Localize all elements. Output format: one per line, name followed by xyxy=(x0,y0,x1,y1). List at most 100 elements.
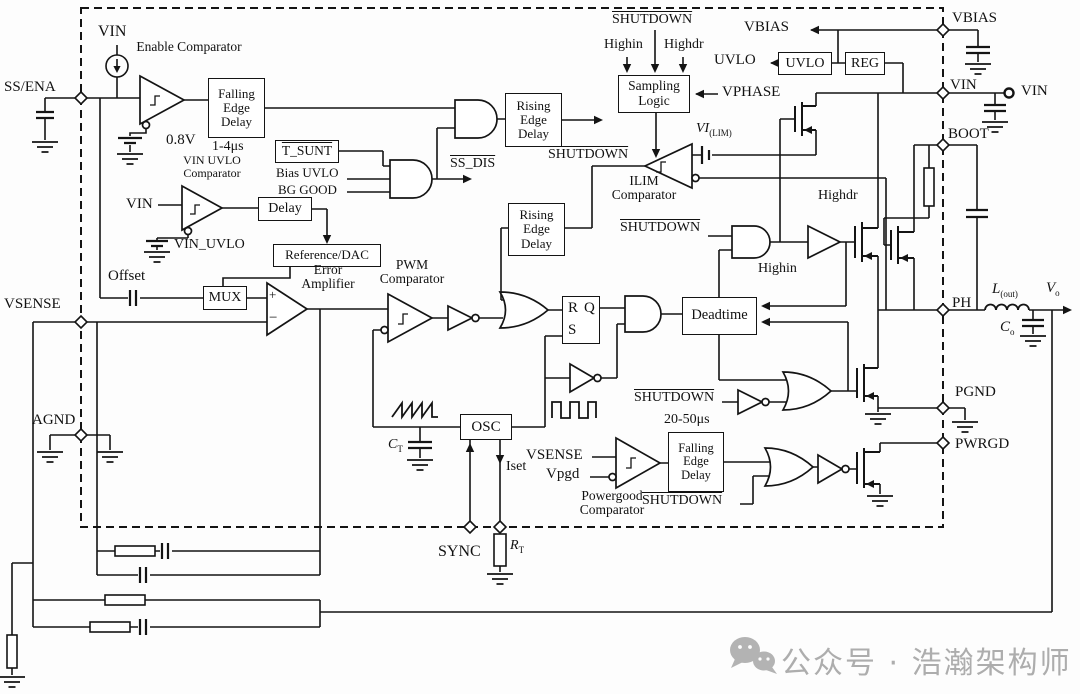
ct-label: CT xyxy=(388,437,403,454)
lout-sub: (out) xyxy=(1000,289,1018,299)
vsense-pg-label: VSENSE xyxy=(526,447,583,463)
pin-ph xyxy=(935,302,951,318)
boot-capacitor xyxy=(966,208,988,219)
inverter xyxy=(569,362,596,394)
vin-uvlo-comparator-symbol xyxy=(181,184,224,232)
hysteresis-icon xyxy=(398,313,408,325)
pwm-comparator-label: PWM Comparator xyxy=(379,257,445,287)
vilim-reference xyxy=(700,146,711,164)
highside-fet-2 xyxy=(890,226,914,264)
vin-uvlo-signal-label: VIN_UVLO xyxy=(174,237,245,252)
bias-uvlo-label: Bias UVLO xyxy=(276,165,339,180)
latch-q-label: Q xyxy=(584,300,595,316)
divider-resistor xyxy=(6,634,18,669)
reg-block: REG xyxy=(845,52,885,75)
comp-capacitor xyxy=(138,567,148,583)
rs-latch-block: R Q S xyxy=(562,296,600,344)
output-capacitor xyxy=(1022,318,1044,328)
hysteresis-icon xyxy=(190,204,200,215)
or-gate-lowside xyxy=(781,371,833,411)
shutdown-label: SHUTDOWN xyxy=(612,12,693,27)
pwrgd-pin-label: PWRGD xyxy=(955,436,1010,452)
shutdown-label: SHUTDOWN xyxy=(620,220,701,235)
pgnd-pin-label: PGND xyxy=(955,384,996,400)
ilim-comparator-symbol xyxy=(642,142,693,190)
and-gate xyxy=(624,295,662,333)
vilim-sub: (LIM) xyxy=(709,127,732,138)
feedback-resistor xyxy=(89,621,131,633)
watermark: 公众号 · 浩瀚架构师 xyxy=(781,646,1072,681)
ct-sub: T xyxy=(397,443,403,454)
vilim-base: VI xyxy=(696,121,710,136)
comp-capacitor xyxy=(160,543,170,559)
inverter-bubble xyxy=(593,373,602,383)
sync-pin-label: SYNC xyxy=(438,543,481,560)
bg-good-label: BG GOOD xyxy=(278,182,337,197)
co-base: C xyxy=(1000,319,1011,335)
inverting-bubble xyxy=(183,226,193,236)
pin-vin xyxy=(935,85,951,101)
0v8-reference xyxy=(118,136,142,145)
highside-fet-1 xyxy=(854,222,878,262)
co-sub: o xyxy=(1010,327,1015,337)
ground-symbols xyxy=(0,63,1046,688)
inverting-bubble xyxy=(608,472,617,482)
and-gate xyxy=(389,159,433,199)
latch-s-label: S xyxy=(568,322,577,338)
deadtime-block: Deadtime xyxy=(682,297,757,335)
highdr-label: Highdr xyxy=(664,37,704,52)
pin-pwrgd xyxy=(935,435,951,451)
ss-current-source xyxy=(105,54,129,78)
sense-fet xyxy=(794,102,816,136)
hysteresis-icon xyxy=(626,457,636,469)
rising-edge-delay-block: Rising Edge Delay xyxy=(505,93,562,147)
shutdown-label: SHUTDOWN xyxy=(634,390,715,405)
iset-label: Iset xyxy=(506,459,527,474)
ss-ena-capacitor xyxy=(36,110,54,120)
highdr-buffer xyxy=(807,224,842,260)
offset-capacitor xyxy=(128,290,138,306)
0v8-label: 0.8V xyxy=(166,132,196,148)
vo-base: V xyxy=(1046,280,1056,296)
vin-terminal-label: VIN xyxy=(1021,83,1048,99)
vbias-label: VBIAS xyxy=(744,19,790,35)
pin-pgnd xyxy=(935,400,951,416)
falling-edge-delay-block: Falling Edge Delay xyxy=(208,78,265,138)
inverting-bubble xyxy=(380,325,389,335)
ilim-comparator-label: ILIM Comparator xyxy=(611,173,677,203)
output-inductor xyxy=(984,303,1030,311)
shutdown-label: SHUTDOWN xyxy=(548,147,629,162)
or-gate xyxy=(498,291,550,329)
vbias-pin-label: VBIAS xyxy=(952,10,998,26)
uvlo-label: UVLO xyxy=(714,52,756,68)
plus-sign: + xyxy=(269,287,277,302)
powergood-comparator-symbol xyxy=(615,436,662,490)
boot-pin-label: BOOT xyxy=(948,126,989,142)
highin-label: Highin xyxy=(604,37,643,52)
rt-resistor xyxy=(493,533,507,567)
ss-ena-pin-label: SS/ENA xyxy=(4,79,56,95)
minus-sign: − xyxy=(269,310,278,326)
lout-base: L xyxy=(992,281,1001,297)
arrowheads xyxy=(113,25,1072,464)
hysteresis-icon xyxy=(150,95,160,106)
vin-capacitor xyxy=(984,103,1006,113)
mux-block: MUX xyxy=(203,286,247,310)
ph-pin-label: PH xyxy=(952,295,972,311)
inverter xyxy=(447,304,474,332)
ss-dis-label: SS_DIS xyxy=(450,156,496,171)
inverting-bubble xyxy=(141,120,151,130)
vin-source-label: VIN xyxy=(98,23,127,40)
reference-dac-block: Reference/DAC xyxy=(273,244,381,267)
co-label: Co xyxy=(1000,319,1015,337)
vin-uvlo-comparator-label: VIN UVLO Comparator xyxy=(183,153,241,180)
sampling-logic-block: Sampling Logic xyxy=(618,75,690,113)
t-sunt-block: T_SUNT xyxy=(275,140,339,163)
rt-sub: T xyxy=(518,544,525,555)
pin-vbias xyxy=(935,22,951,38)
pin-vsense xyxy=(73,314,89,330)
ct-base: C xyxy=(388,437,398,452)
inverter-bubble xyxy=(841,464,850,474)
